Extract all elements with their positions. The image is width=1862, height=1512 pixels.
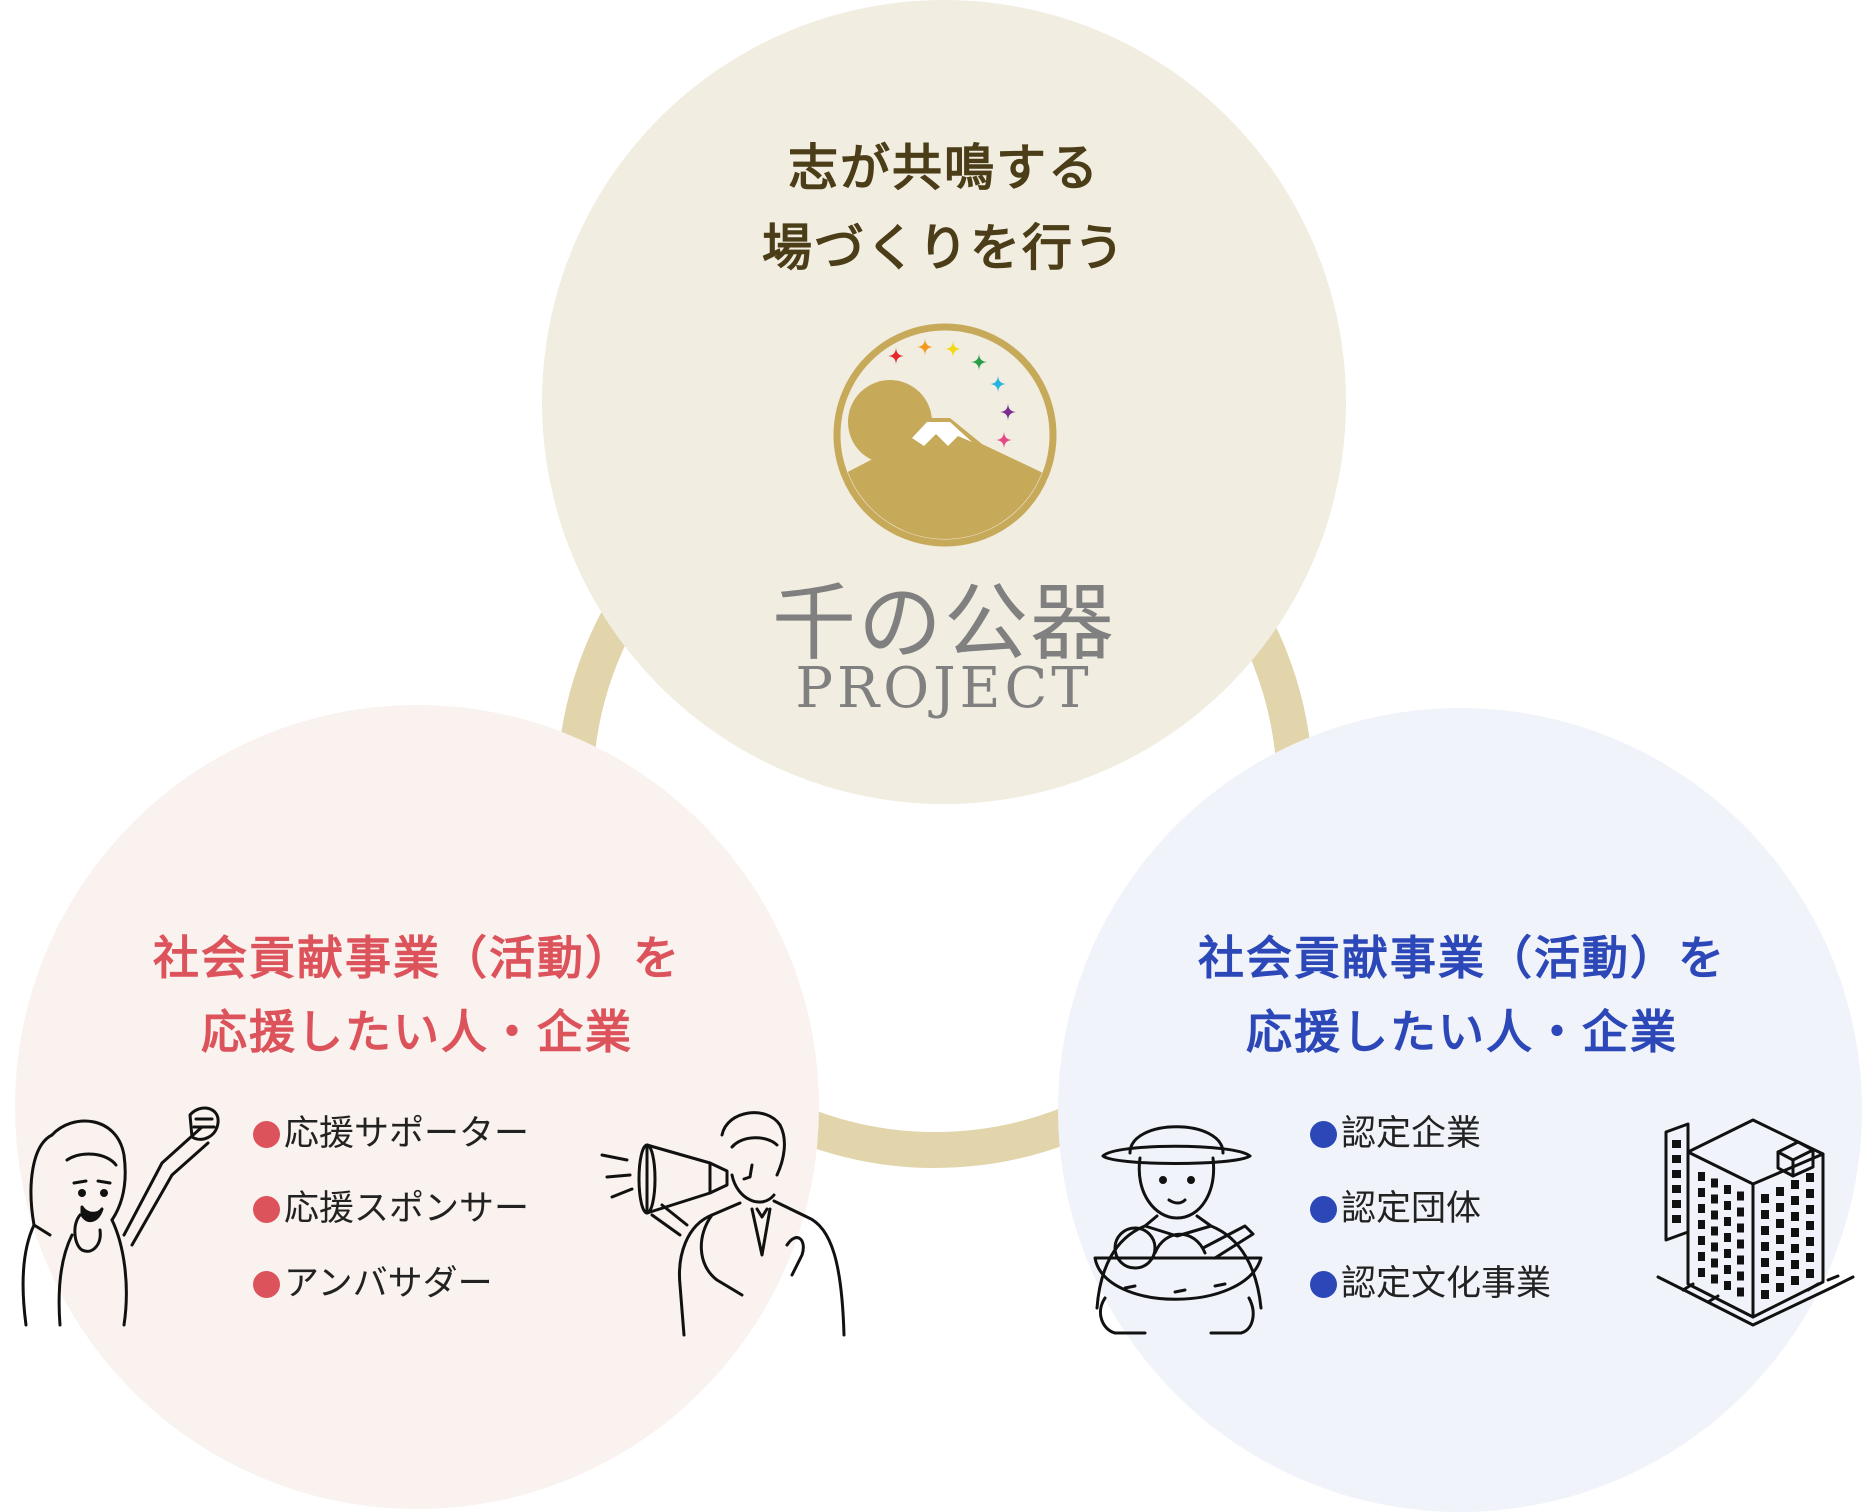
sparkle-icon xyxy=(887,347,905,365)
list-item: 認定企業 xyxy=(1310,1097,1551,1172)
left-supporter-list: 応援サポーター 応援スポンサー アンバサダー xyxy=(253,1097,529,1322)
list-item-label: 認定団体 xyxy=(1341,1189,1482,1229)
right-certified-list: 認定企業 認定団体 認定文化事業 xyxy=(1310,1097,1551,1322)
logo-title: 千の公器 xyxy=(771,574,1116,672)
left-heading: 社会貢献事業（活動）を 応援したい人・企業 xyxy=(95,922,739,1069)
office-building-illustration xyxy=(1656,1118,1855,1327)
left-circle xyxy=(15,705,819,1509)
cheering-woman-illustration xyxy=(21,1106,220,1327)
bullet-dot xyxy=(253,1121,280,1148)
sparkle-icon xyxy=(916,338,934,356)
right-heading-line-2: 応援したい人・企業 xyxy=(1246,1004,1678,1059)
megaphone-businessman-illustration xyxy=(600,1111,846,1337)
top-heading: 志が共鳴する 場づくりを行う xyxy=(542,128,1346,288)
right-heading-line-1: 社会貢献事業（活動）を xyxy=(1198,931,1726,985)
left-heading-line-1: 社会貢献事業（活動）を xyxy=(153,931,681,985)
list-item: 応援サポーター xyxy=(253,1097,529,1172)
list-item: 認定文化事業 xyxy=(1310,1247,1551,1322)
right-circle xyxy=(1058,708,1862,1512)
farmer-with-vegetable-basket-illustration xyxy=(1093,1125,1263,1335)
bullet-dot xyxy=(253,1196,280,1223)
list-item-label: 認定文化事業 xyxy=(1341,1264,1552,1304)
sparkle-icon xyxy=(944,340,962,358)
sparkle-icon xyxy=(989,375,1007,393)
left-heading-line-2: 応援したい人・企業 xyxy=(201,1004,633,1059)
sparkle-icon xyxy=(999,403,1017,421)
sparkle-icon xyxy=(970,353,988,371)
top-heading-line-2: 場づくりを行う xyxy=(762,219,1126,277)
top-circle xyxy=(542,0,1346,804)
mount-fuji-sunrise-emblem xyxy=(833,323,1057,547)
bullet-dot xyxy=(253,1271,280,1298)
bullet-dot xyxy=(1310,1271,1337,1298)
right-heading: 社会貢献事業（活動）を 応援したい人・企業 xyxy=(1140,922,1784,1069)
list-item: 認定団体 xyxy=(1310,1172,1551,1247)
list-item-label: 応援スポンサー xyxy=(284,1189,530,1229)
list-item: アンバサダー xyxy=(253,1247,529,1322)
list-item-label: アンバサダー xyxy=(284,1264,493,1304)
top-heading-line-1: 志が共鳴する xyxy=(788,139,1100,197)
bullet-dot xyxy=(1310,1196,1337,1223)
sparkle-icon xyxy=(995,431,1013,449)
list-item: 応援スポンサー xyxy=(253,1172,529,1247)
list-item-label: 認定企業 xyxy=(1341,1114,1482,1154)
bullet-dot xyxy=(1310,1121,1337,1148)
list-item-label: 応援サポーター xyxy=(284,1114,530,1154)
logo-subtitle: PROJECT xyxy=(795,656,1093,721)
